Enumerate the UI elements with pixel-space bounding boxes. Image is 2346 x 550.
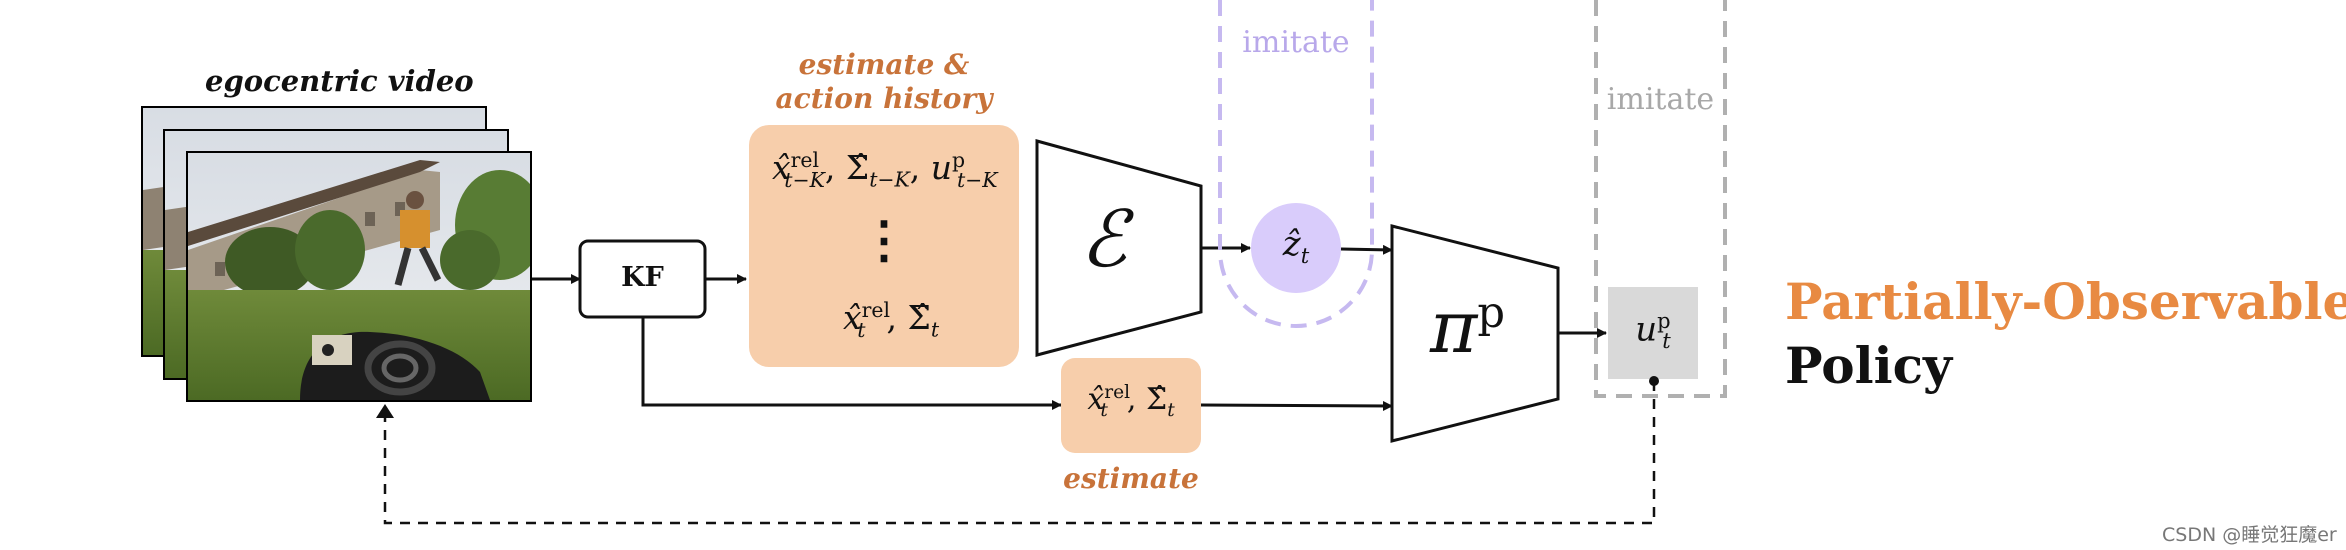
history-bottom-expression: x̂relt , Σ̂t xyxy=(843,298,940,342)
history-top-sigma: Σ̂ xyxy=(845,148,870,187)
history-top-x-sup: rel xyxy=(790,148,820,172)
imitate-action-label: imitate xyxy=(1606,82,1715,117)
title-line2: Policy xyxy=(1785,336,1953,395)
action-box xyxy=(1608,287,1698,379)
policy-pi: π xyxy=(1430,285,1478,369)
arrow-latent-to-policy xyxy=(1340,244,1393,255)
latent-circle xyxy=(1251,203,1341,293)
history-top-u-sup: p xyxy=(952,148,966,172)
history-box xyxy=(749,125,1019,367)
history-caption: estimate & action history xyxy=(749,48,1019,116)
estimate-sigma: Σ̂ xyxy=(1145,382,1168,417)
latent-sub: t xyxy=(1300,242,1310,268)
history-top-sigma-sub: t−K xyxy=(869,167,910,192)
history-top-u: u xyxy=(930,148,953,187)
history-bottom-sigma-sub: t xyxy=(930,317,940,342)
action-sup: p xyxy=(1657,308,1671,333)
policy-symbol: πp xyxy=(1430,285,1505,369)
imitate-latent-label: imitate xyxy=(1242,25,1350,60)
arrow-estimate-to-policy xyxy=(1200,400,1393,411)
imitate-action-region xyxy=(1594,0,1727,398)
action-symbol: upt xyxy=(1608,308,1698,353)
history-top-u-sub: t−K xyxy=(956,167,998,192)
history-top-x: x̂ xyxy=(772,148,791,187)
feedback-arrowhead xyxy=(376,404,394,418)
action-u: u xyxy=(1635,309,1658,350)
video-frame-front xyxy=(186,151,532,402)
latent-z: ẑ xyxy=(1282,224,1301,264)
history-bottom-sigma: Σ̂ xyxy=(907,298,931,337)
history-dots: ⋮ xyxy=(859,210,909,269)
history-bottom-x-sub: t xyxy=(857,317,866,342)
estimate-x-sub: t xyxy=(1100,400,1108,421)
history-caption-line2: action history xyxy=(775,82,993,115)
feedback-loop xyxy=(383,381,1656,525)
estimate-x: x̂ xyxy=(1087,382,1105,417)
history-bottom-x-sup: rel xyxy=(861,298,891,322)
estimate-x-sup: rel xyxy=(1104,382,1131,403)
policy-trapezoid xyxy=(1390,224,1560,443)
encoder-trapezoid xyxy=(1035,139,1203,357)
history-top-x-sub: t−K xyxy=(784,167,825,192)
imitate-latent-region xyxy=(1218,0,1374,328)
title-line1: Partially-Observable xyxy=(1785,272,2346,331)
history-top-expression: x̂relt−K, Σ̂t−K, upt−K xyxy=(772,148,998,192)
estimate-caption: estimate xyxy=(1063,462,1199,495)
history-caption-line1: estimate & xyxy=(798,48,970,81)
estimate-sigma-sub: t xyxy=(1167,400,1175,421)
history-bottom-x: x̂ xyxy=(843,298,862,337)
estimate-box xyxy=(1061,358,1201,453)
encoder-symbol: ℰ xyxy=(1080,195,1128,285)
estimate-expression: x̂relt , Σ̂t xyxy=(1087,382,1175,421)
policy-sup: p xyxy=(1477,288,1505,338)
action-sub: t xyxy=(1662,328,1671,354)
arrow-kf-to-estimate xyxy=(641,317,1062,410)
watermark: CSDN @睡觉狂魔er xyxy=(2162,524,2337,546)
kf-label: KF xyxy=(621,262,664,293)
egocentric-video-label: egocentric video xyxy=(205,64,474,98)
latent-symbol: ẑt xyxy=(1251,224,1341,268)
